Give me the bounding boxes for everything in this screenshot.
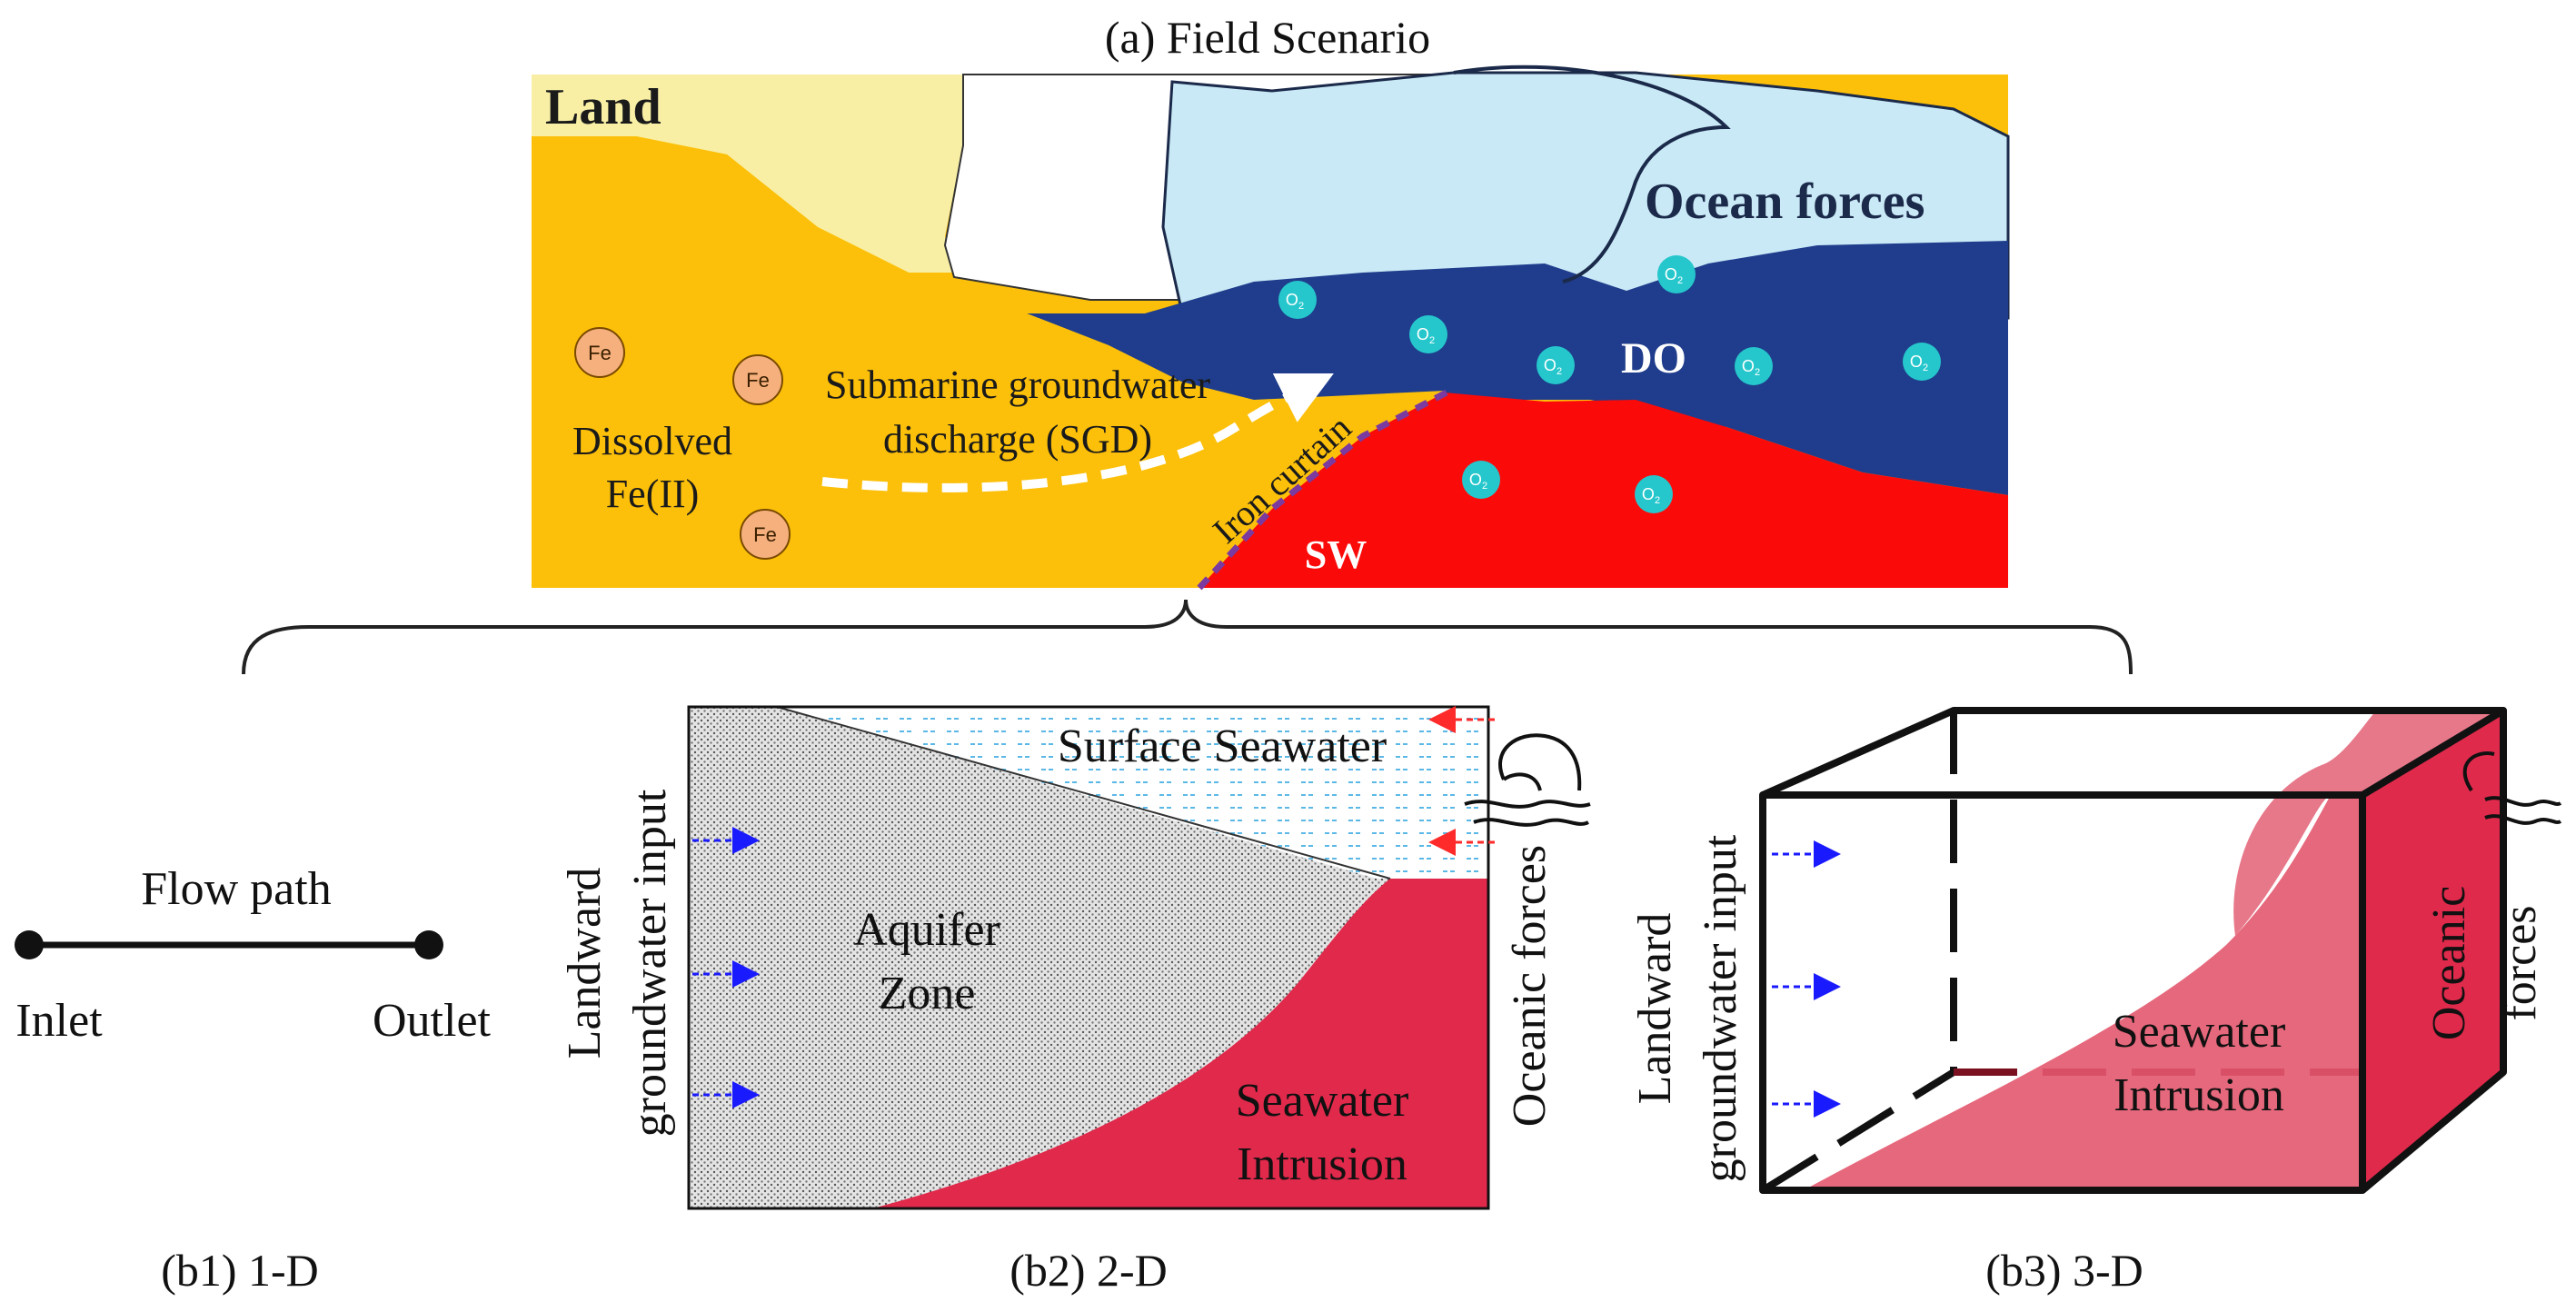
- panel-a-caption: (a) Field Scenario: [1105, 12, 1430, 63]
- b2-domain-frame: [687, 705, 1490, 1210]
- seawater-intrusion: [872, 879, 1488, 1208]
- o2-marker: O2: [1735, 347, 1773, 385]
- do-label: DO: [1621, 334, 1686, 383]
- panel-b1-caption: (b1) 1-D: [161, 1245, 319, 1296]
- fe-marker-text: Fe: [753, 523, 777, 546]
- panel-b3: Seawater Intrusion Landward groundwater …: [1629, 707, 2562, 1296]
- aquifer-label-line1: Aquifer: [853, 904, 1000, 956]
- o2-marker: O2: [1635, 475, 1673, 513]
- interface-line: [776, 706, 1391, 880]
- fe-marker-text: Fe: [588, 342, 612, 364]
- intrusion-label-line1: Seawater: [1236, 1075, 1409, 1127]
- b3-intrusion-top: [2233, 711, 2503, 936]
- o2-marker: O2: [1903, 343, 1941, 381]
- inlet-point: [15, 930, 44, 959]
- b3-intrusion-label-line2: Intrusion: [2114, 1069, 2284, 1121]
- seawater-wedge: [1199, 393, 2008, 588]
- panel-b2: Surface Seawater Aquifer Zone Seawater I…: [559, 705, 1591, 1296]
- o2-marker: O2: [1657, 255, 1696, 293]
- dissolved-label-line1: Dissolved: [572, 419, 732, 463]
- panel-b1: Flow path Inlet Outlet (b1) 1-D: [15, 863, 492, 1296]
- o2-marker: O2: [1462, 461, 1500, 499]
- b3-intrusion-side: [2362, 711, 2503, 1190]
- b2-landward-label-line1: Landward: [559, 868, 611, 1059]
- surface-seawater: [777, 707, 1488, 879]
- land-surface: [532, 75, 981, 273]
- b3-oceanic-label-line2: forces: [2494, 905, 2546, 1020]
- o2-marker: O2: [1409, 315, 1447, 353]
- b2-oceanic-label: Oceanic forces: [1504, 845, 1556, 1127]
- b3-landward-label-line1: Landward: [1629, 913, 1681, 1105]
- b3-wave-icon: [2462, 751, 2562, 825]
- b3-intrusion-front: [1804, 795, 2362, 1190]
- sgd-label-line2: discharge (SGD): [883, 417, 1152, 462]
- ocean-forces-label: Ocean forces: [1645, 174, 1925, 230]
- surface-seawater-label: Surface Seawater: [1058, 721, 1387, 772]
- fe-marker-text: Fe: [746, 369, 770, 392]
- inlet-label: Inlet: [15, 995, 103, 1047]
- panel-a: (a) Field Scenario Land Ocean forces DO …: [532, 12, 2010, 591]
- panel-b3-caption: (b3) 3-D: [1985, 1245, 2143, 1296]
- deep-ocean: [1027, 241, 2008, 495]
- aquifer-front: [532, 136, 1445, 588]
- b3-box-frame: [1759, 707, 2507, 1194]
- b3-hidden-edge: [1760, 1068, 1956, 1194]
- outlet-point: [414, 930, 443, 959]
- o2-marker: O2: [1278, 281, 1317, 319]
- intrusion-label-line2: Intrusion: [1237, 1138, 1407, 1190]
- wave-curl: [1453, 65, 1731, 283]
- dissolved-label-line2: Fe(II): [606, 472, 700, 516]
- iron-curtain-line: [1197, 389, 1448, 591]
- panel-bracket: [242, 599, 2133, 675]
- sgd-label-line1: Submarine groundwater: [825, 363, 1210, 407]
- aquifer-label-line2: Zone: [879, 968, 976, 1019]
- o2-marker: O2: [1537, 346, 1575, 384]
- fe-marker: Fe: [732, 354, 783, 405]
- wave-icon: [1464, 733, 1591, 827]
- panel-b2-caption: (b2) 2-D: [1010, 1245, 1168, 1296]
- sw-label: SW: [1305, 532, 1367, 577]
- fe-marker: Fe: [740, 509, 791, 560]
- fe-marker: Fe: [574, 327, 625, 378]
- b3-intrusion-label-line1: Seawater: [2113, 1006, 2286, 1058]
- sgd-arrow: [821, 373, 1334, 492]
- b3-landward-label-line2: groundwater input: [1695, 834, 1746, 1182]
- land-label: Land: [545, 79, 661, 135]
- outlet-label: Outlet: [373, 995, 492, 1047]
- b3-oceanic-label-line1: Oceanic: [2423, 886, 2475, 1040]
- flow-path-label: Flow path: [141, 863, 331, 915]
- b2-landward-label-line2: groundwater input: [624, 789, 676, 1137]
